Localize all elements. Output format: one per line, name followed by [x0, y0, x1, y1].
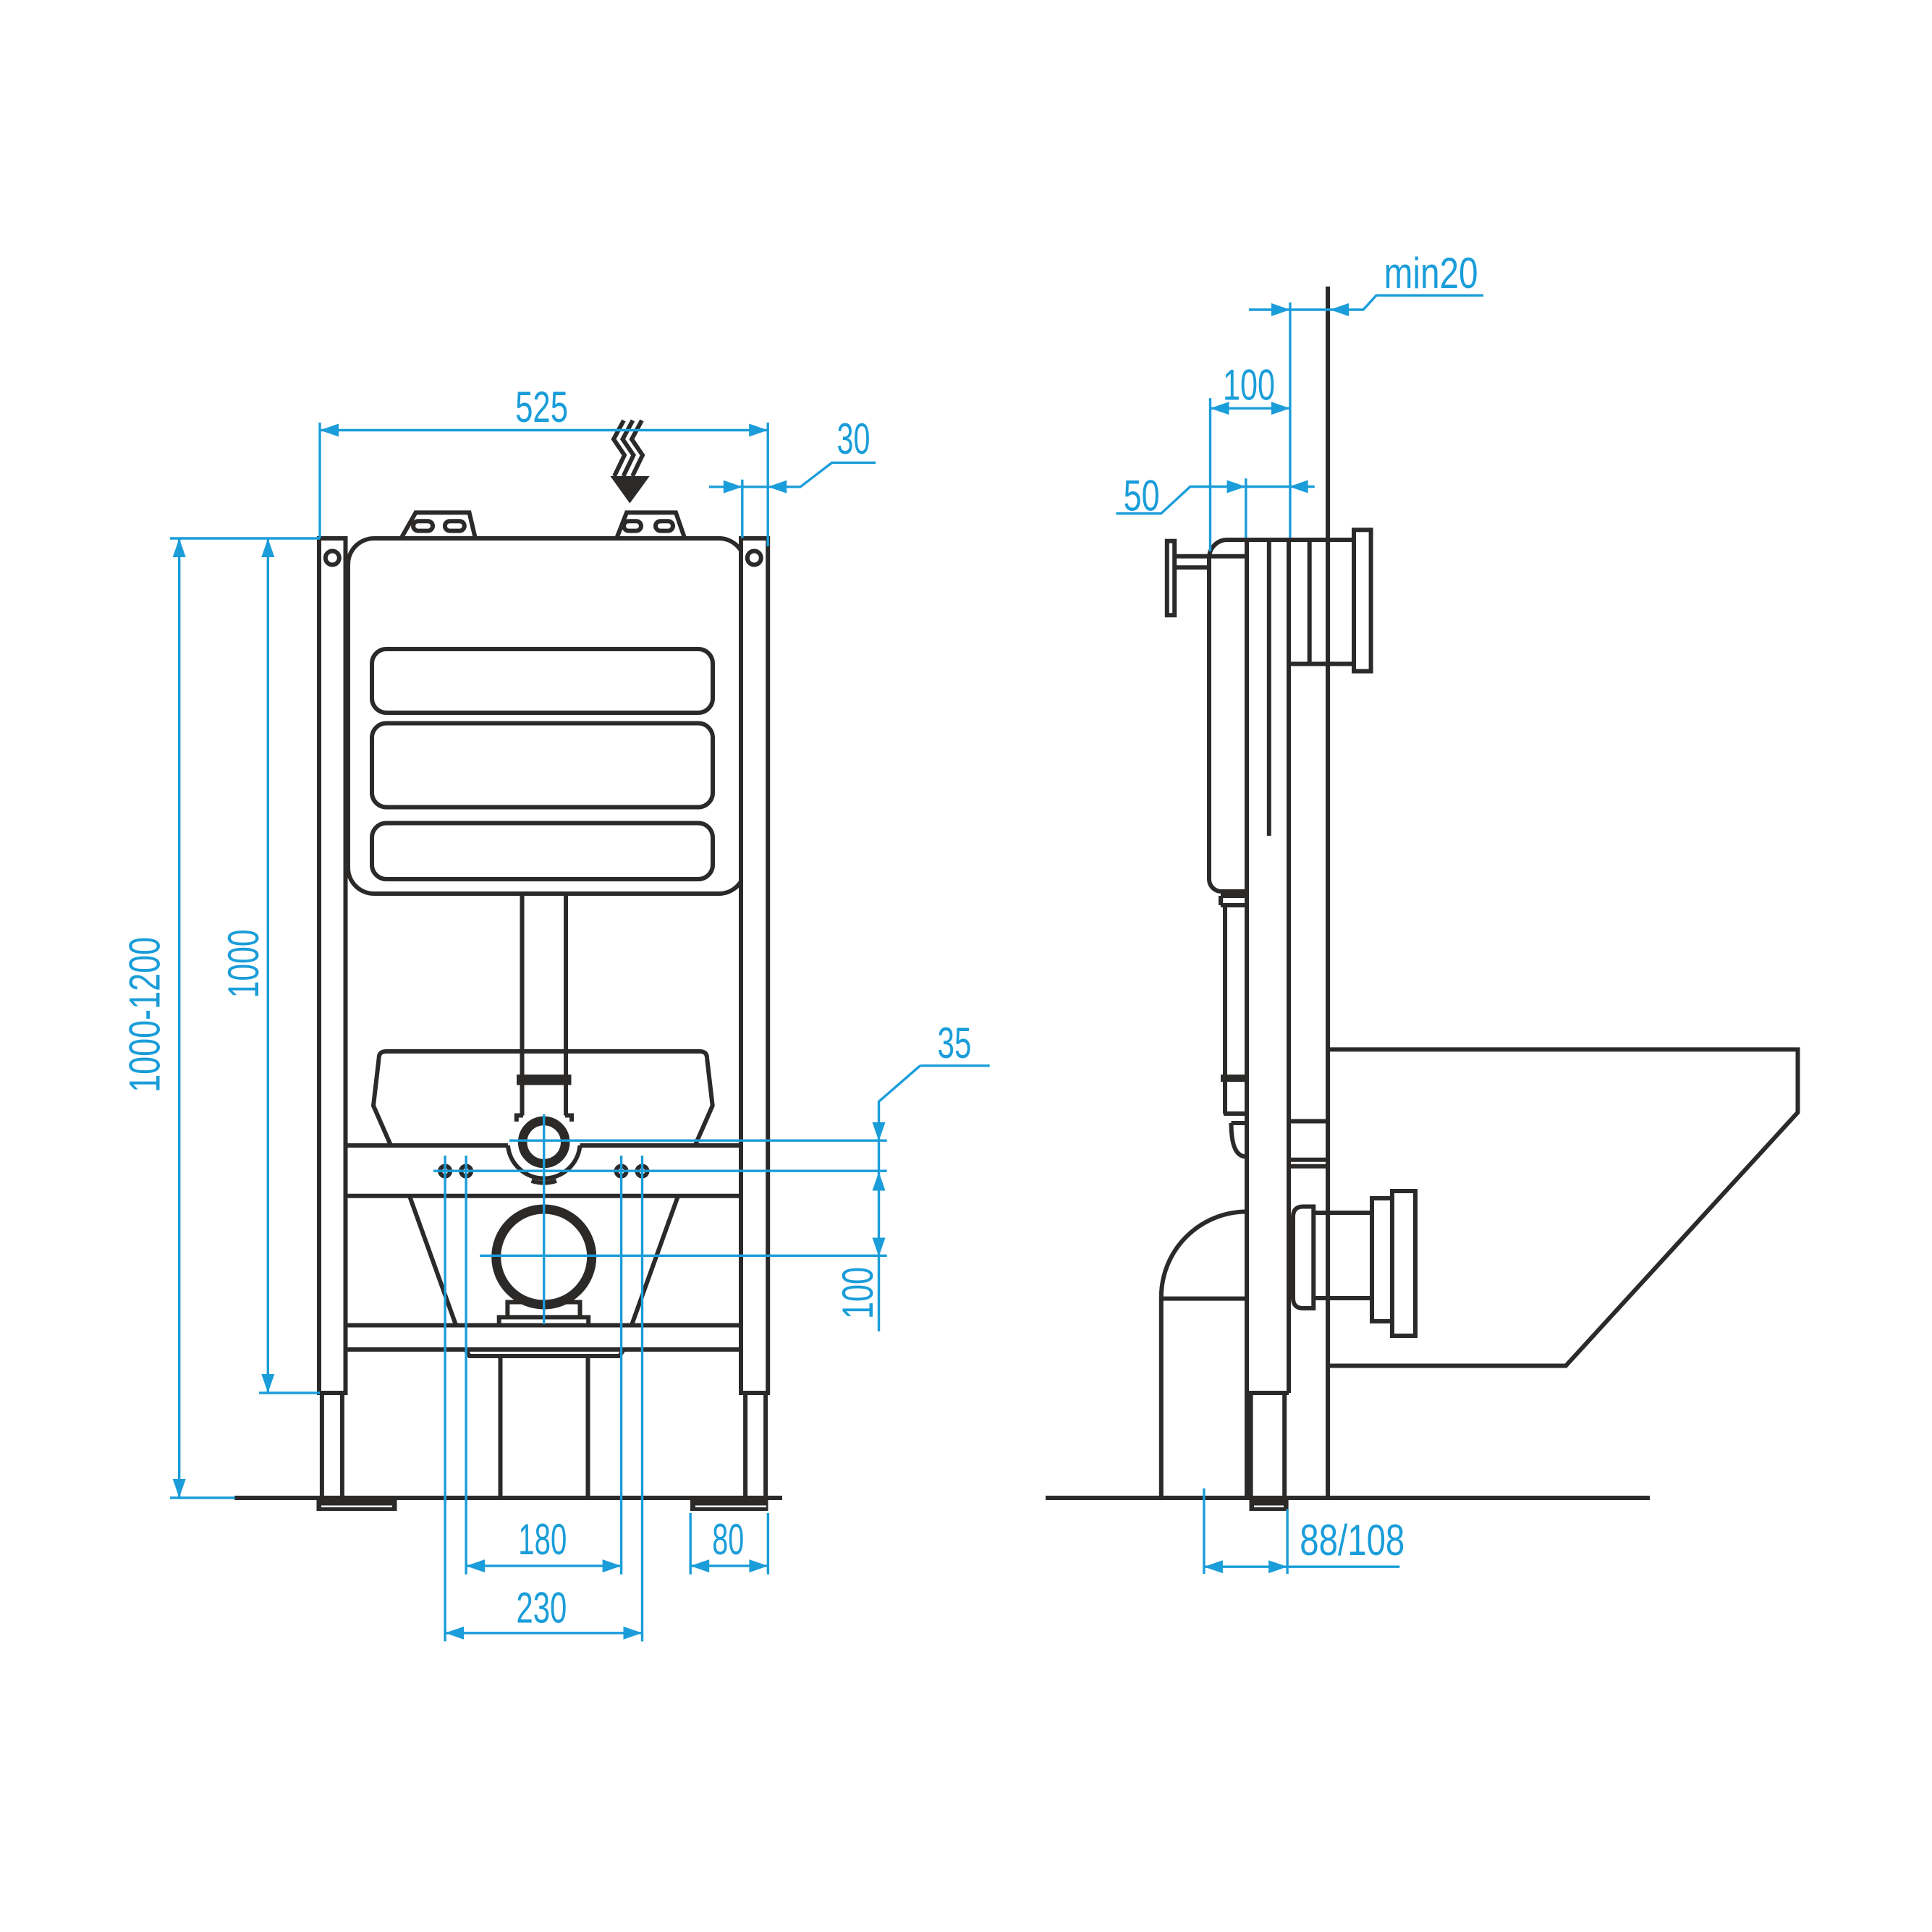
- svg-text:1000: 1000: [219, 929, 268, 998]
- svg-text:525: 525: [515, 383, 568, 431]
- svg-text:35: 35: [938, 1019, 972, 1067]
- svg-text:100: 100: [834, 1267, 882, 1319]
- svg-text:88/108: 88/108: [1300, 1516, 1404, 1564]
- svg-text:min20: min20: [1384, 249, 1478, 297]
- svg-text:230: 230: [516, 1583, 567, 1632]
- svg-text:1000-1200: 1000-1200: [120, 937, 169, 1093]
- svg-text:30: 30: [837, 415, 870, 463]
- svg-text:50: 50: [1124, 472, 1160, 520]
- svg-text:100: 100: [1223, 361, 1275, 410]
- svg-text:80: 80: [712, 1515, 744, 1564]
- svg-text:180: 180: [518, 1515, 567, 1564]
